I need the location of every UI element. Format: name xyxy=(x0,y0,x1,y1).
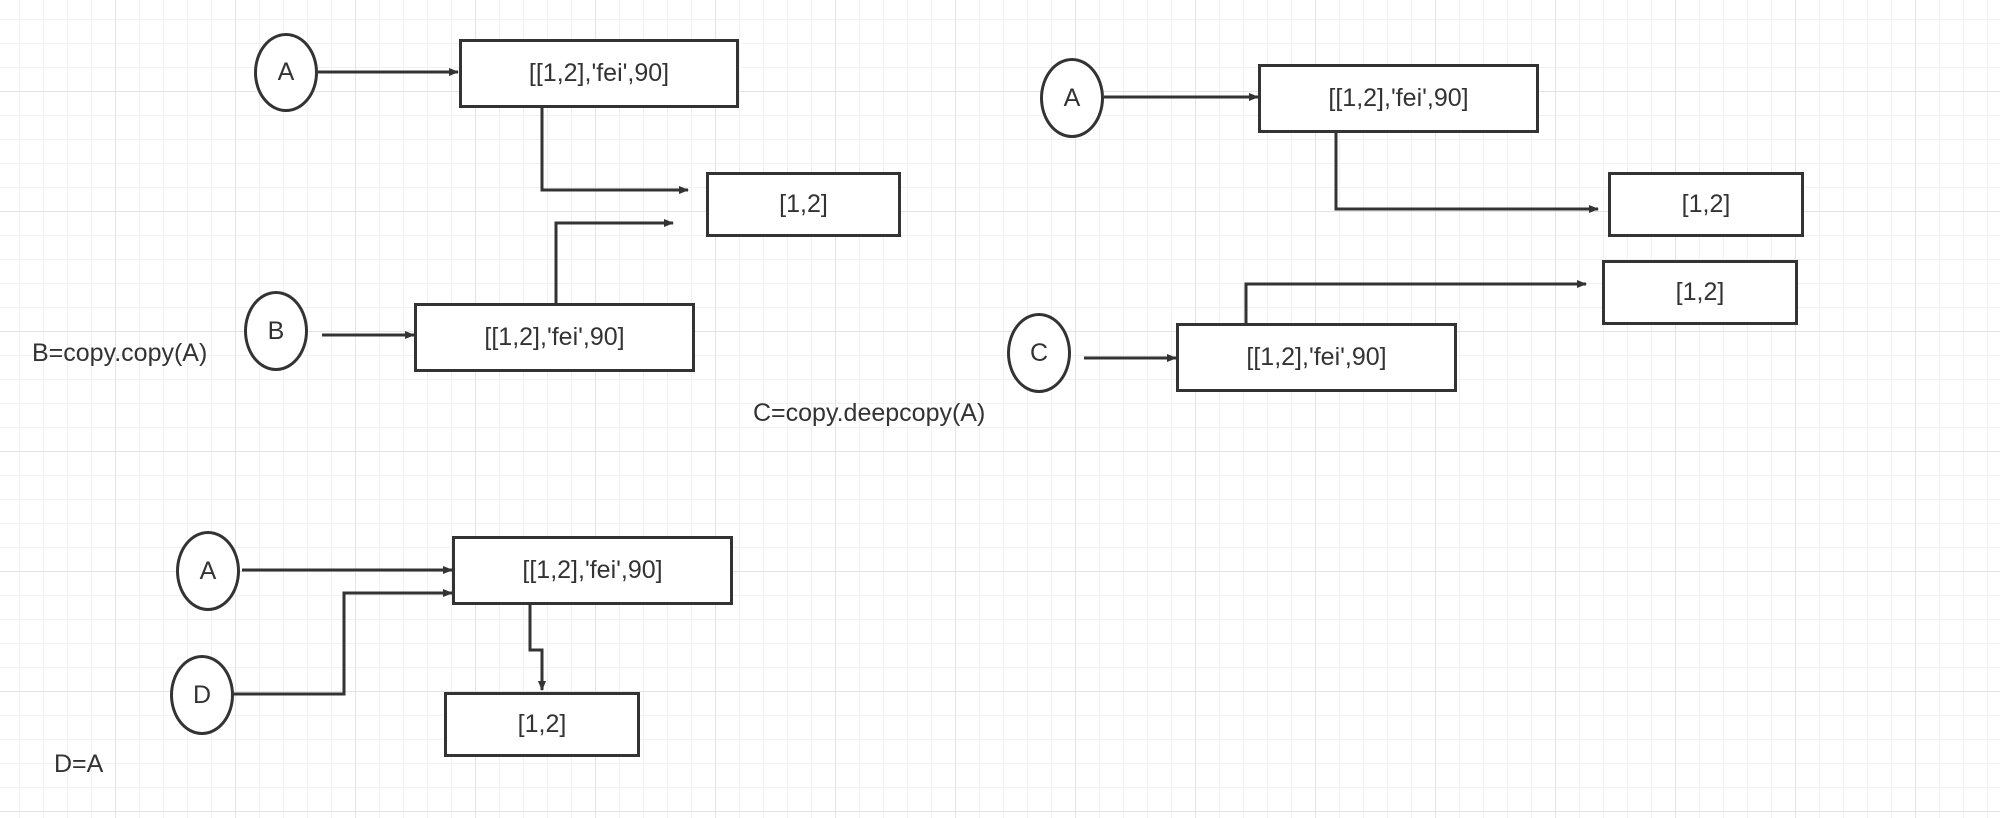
shallow-a-list-box: [[1,2],'fei',90] xyxy=(459,39,739,108)
deep-a-list-box: [[1,2],'fei',90] xyxy=(1258,64,1539,133)
shallow-b-list-box: [[1,2],'fei',90] xyxy=(414,303,695,372)
arrow-b-list-to-inner-list xyxy=(554,219,674,303)
assign-inner-list-box: [1,2] xyxy=(444,692,640,757)
deep-a-inner-list-box: [1,2] xyxy=(1608,172,1804,237)
assign-list-box: [[1,2],'fei',90] xyxy=(452,536,733,605)
shallow-copy-caption: B=copy.copy(A) xyxy=(32,339,208,367)
shallow-var-b-node: B xyxy=(244,291,308,371)
assign-var-d-node: D xyxy=(170,655,234,735)
arrow-c-list-to-c-inner-list xyxy=(1244,280,1587,323)
arrow-d-to-list-assign xyxy=(234,589,453,696)
deep-c-inner-list-box: [1,2] xyxy=(1602,260,1798,325)
shallow-var-a-node: A xyxy=(254,33,318,112)
shallow-inner-list-box: [1,2] xyxy=(706,172,901,237)
arrow-list-to-inner-list-assign xyxy=(528,605,546,691)
deep-var-a-node: A xyxy=(1040,58,1104,138)
assignment-caption: D=A xyxy=(54,750,104,778)
deep-copy-caption: C=copy.deepcopy(A) xyxy=(753,399,986,427)
arrow-a-list-to-inner-list-deep xyxy=(1334,133,1599,213)
deep-c-list-box: [[1,2],'fei',90] xyxy=(1176,323,1457,392)
deep-var-c-node: C xyxy=(1007,313,1071,393)
arrow-a-list-to-inner-list xyxy=(540,108,689,194)
assign-var-a-node: A xyxy=(176,531,240,611)
